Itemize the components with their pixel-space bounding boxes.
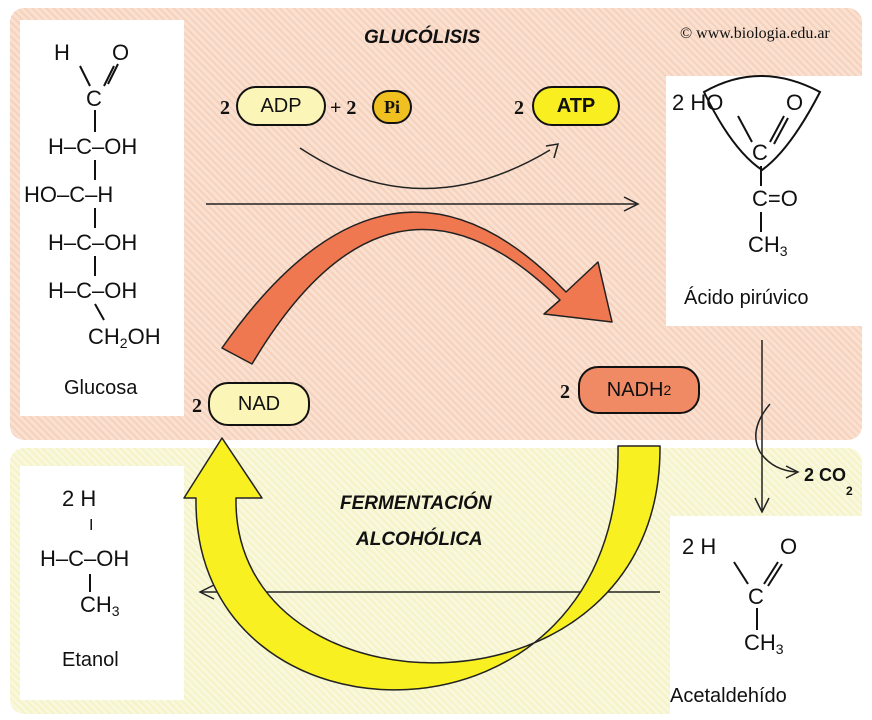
acetaldehyde-c: C xyxy=(748,584,764,609)
pi-label: Pi xyxy=(384,96,400,117)
atp-formation-arrow xyxy=(299,147,551,190)
glucose-h: H xyxy=(54,40,70,65)
nad-coefficient: 2 xyxy=(192,395,202,417)
acetaldehyde-ch3: CH3 xyxy=(744,630,784,657)
nad-label: NAD xyxy=(237,392,281,415)
co2-release-arrow xyxy=(755,403,797,473)
adp-pill: ADP xyxy=(236,86,326,126)
pyruvate-coef: 2 HO xyxy=(672,90,724,115)
acetaldehyde-name: Acetaldehído xyxy=(670,685,787,707)
pyruvate-o: O xyxy=(786,90,804,115)
glucose-name: Glucosa xyxy=(64,377,138,399)
glucose-c1: C xyxy=(86,86,102,111)
pyruvate-box xyxy=(666,76,864,326)
fermentation-title-line2: ALCOHÓLICA xyxy=(356,529,483,550)
acetaldehyde-o: O xyxy=(780,534,798,559)
glucose-c2-row: H–C–OH xyxy=(48,134,138,159)
atp-coefficient: 2 xyxy=(514,97,524,119)
pyruvate-ch3: CH3 xyxy=(748,232,788,259)
pi-pill: Pi xyxy=(372,90,412,124)
pyruvate-c2: C=O xyxy=(752,186,798,211)
glucose-c4-row: H–C–OH xyxy=(48,230,138,255)
fermentation-title-line1: FERMENTACIÓN xyxy=(340,493,492,514)
nad-pill: NAD xyxy=(208,382,310,426)
nadh-label: NADH xyxy=(606,378,664,401)
carboxyl-highlight xyxy=(702,75,822,172)
atp-label: ATP xyxy=(556,94,596,117)
ethanol-tick: I xyxy=(89,517,94,534)
ethanol-middle: H–C–OH xyxy=(40,546,130,571)
copyright-text: © www.biologia.edu.ar xyxy=(680,25,830,42)
nad-reduction-arrow xyxy=(221,211,613,365)
plus-pi-coefficient: + 2 xyxy=(330,97,357,119)
ethanol-box xyxy=(20,466,184,700)
glucose-c6-row: CH2OH xyxy=(88,324,161,351)
ethanol-ch3: CH3 xyxy=(80,592,120,619)
glycolysis-title: GLUCÓLISIS xyxy=(364,27,481,48)
ethanol-h: 2 H xyxy=(62,486,97,511)
glucose-c3-row: HO–C–H xyxy=(24,182,114,207)
pyruvate-name: Ácido pirúvico xyxy=(684,287,809,309)
nadh-coefficient: 2 xyxy=(560,381,570,403)
nadh-subscript: 2 xyxy=(663,382,672,398)
acetaldehyde-box xyxy=(670,516,866,716)
nad-regeneration-arrow xyxy=(183,437,661,691)
glucose-c5-row: H–C–OH xyxy=(48,278,138,303)
glucose-box xyxy=(20,20,184,416)
adp-coefficient: 2 xyxy=(220,97,230,119)
adp-label: ADP xyxy=(260,94,302,117)
pyruvate-c1: C xyxy=(752,140,768,165)
acetaldehyde-h: 2 H xyxy=(682,534,717,559)
glucose-o: O xyxy=(112,40,130,65)
atp-pill: ATP xyxy=(532,86,620,126)
ethanol-name: Etanol xyxy=(62,649,119,671)
co2-label: 2 CO2 xyxy=(804,465,853,498)
